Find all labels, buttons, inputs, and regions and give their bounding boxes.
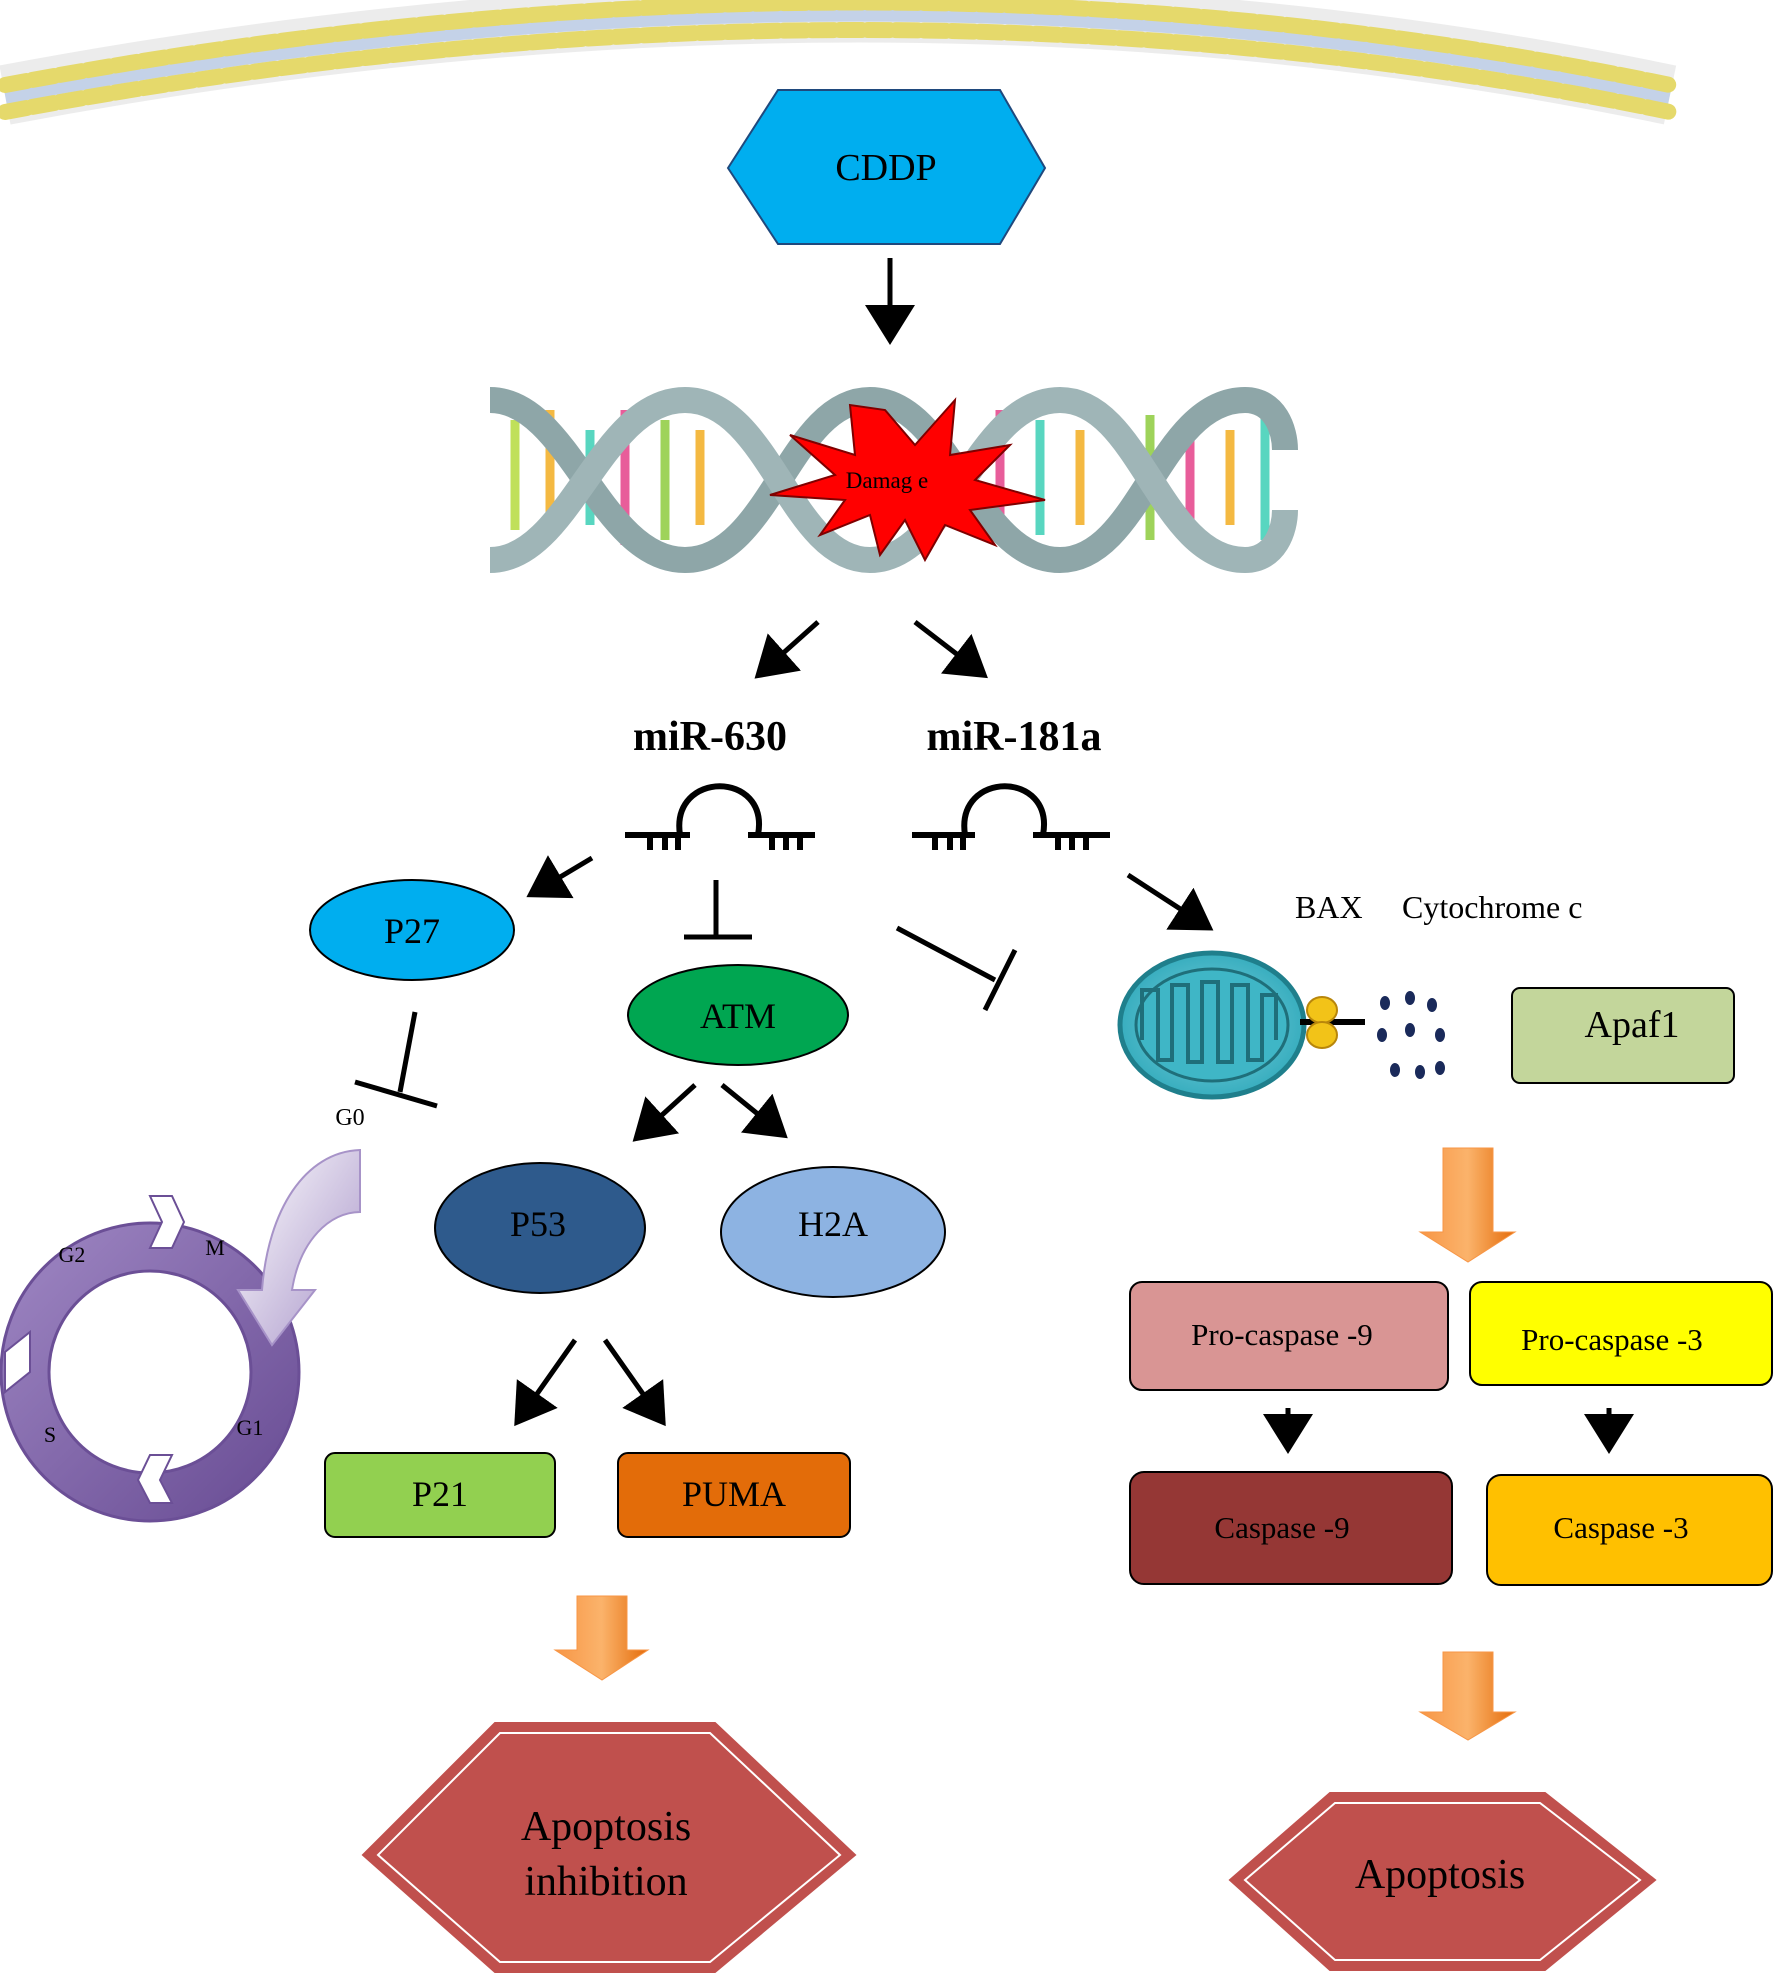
damage-label: Damag e <box>846 468 928 493</box>
mir630-label: miR-630 <box>633 714 787 760</box>
orange-arrow-left <box>553 1595 650 1681</box>
orange-arrow-right-top <box>1418 1147 1517 1263</box>
arrow-dna-to-mir181a <box>913 620 988 679</box>
p27-label: P27 <box>384 911 440 951</box>
caspase9-label: Caspase -9 <box>1214 1510 1349 1545</box>
bax-label: BAX <box>1295 889 1363 925</box>
inhibit-p27-to-g0 <box>354 1011 438 1109</box>
caspase3-label: Caspase -3 <box>1553 1510 1688 1545</box>
cell-cycle-s-label: S <box>44 1422 56 1447</box>
cddp-label: CDDP <box>835 147 936 189</box>
cell-membrane <box>0 0 1678 125</box>
inhibit-mir630-to-mitochondria <box>895 925 1018 1012</box>
mitochondria-icon <box>1117 950 1365 1100</box>
orange-arrow-right-bottom <box>1418 1651 1517 1741</box>
p27-node: P27 <box>309 879 515 981</box>
procaspase9-label: Pro-caspase -9 <box>1191 1317 1373 1352</box>
puma-node: PUMA <box>617 1452 851 1538</box>
p53-node: P53 <box>434 1162 646 1294</box>
procaspase9-node: Pro-caspase -9 <box>1129 1281 1449 1391</box>
damage-burst: Damag e <box>769 397 1046 563</box>
cytochrome-c-label: Cytochrome c <box>1402 889 1582 925</box>
g0-label: G0 <box>335 1105 364 1131</box>
apoptosis-inhibition-label-line1: Apoptosis <box>521 1804 691 1850</box>
apoptosis-node: Apoptosis <box>1228 1792 1657 1971</box>
cddp-node: CDDP <box>726 89 1047 245</box>
procaspase3-label: Pro-caspase -3 <box>1521 1322 1703 1357</box>
apaf1-label: Apaf1 <box>1585 1004 1680 1046</box>
mir181a-label: miR-181a <box>927 714 1102 760</box>
cell-cycle-m-label: M <box>205 1235 225 1260</box>
p21-label: P21 <box>412 1474 468 1514</box>
cell-cycle-g2-label: G2 <box>59 1242 86 1267</box>
arrow-p53-to-puma <box>602 1338 666 1427</box>
apoptosis-inhibition-label-line2: inhibition <box>524 1859 687 1905</box>
h2a-node: H2A <box>720 1166 946 1298</box>
g0-entry-curved-arrow <box>236 1148 361 1347</box>
atm-node: ATM <box>627 964 849 1066</box>
atm-label: ATM <box>700 996 776 1036</box>
arrow-mir630-to-p27 <box>526 855 594 899</box>
dna-helix <box>488 386 1298 574</box>
arrow-dna-to-mir630 <box>754 620 820 679</box>
apoptosis-inhibition-node: Apoptosis inhibition <box>361 1722 857 1973</box>
p21-node: P21 <box>324 1452 556 1538</box>
mir181a-hairpin-icon <box>912 783 1110 850</box>
mir630-hairpin-icon <box>625 783 815 850</box>
arrow-atm-to-h2a <box>720 1083 788 1139</box>
arrow-mir181a-to-mitochondria <box>1126 872 1214 931</box>
p53-label: P53 <box>510 1204 566 1244</box>
apaf1-node: Apaf1 <box>1511 987 1735 1084</box>
caspase9-node: Caspase -9 <box>1129 1471 1453 1585</box>
caspase3-node: Caspase -3 <box>1486 1474 1773 1586</box>
cell-cycle-diagram: G2 M S G1 <box>0 1195 301 1523</box>
cell-cycle-g1-label: G1 <box>237 1415 264 1440</box>
puma-label: PUMA <box>682 1474 786 1514</box>
cytochrome-c-dots-icon <box>1377 991 1445 1079</box>
apoptosis-label: Apoptosis <box>1355 1852 1525 1898</box>
arrow-atm-to-p53 <box>632 1083 697 1142</box>
h2a-label: H2A <box>798 1204 868 1244</box>
procaspase3-node: Pro-caspase -3 <box>1469 1281 1773 1386</box>
inhibit-mir630-to-atm <box>684 880 752 940</box>
arrow-p53-to-p21 <box>514 1338 578 1427</box>
